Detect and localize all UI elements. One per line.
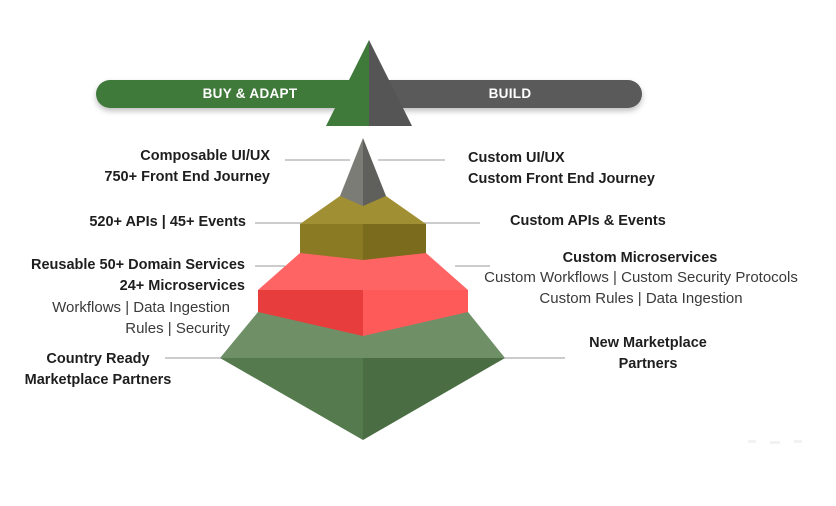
tier-top-right-face [363, 138, 386, 206]
tier-services [258, 253, 468, 336]
pointer-left-face [326, 40, 369, 126]
tier-services-right-detail: Custom Workflows | Custom Security Proto… [472, 267, 810, 309]
speckle [748, 440, 756, 443]
tier-apis-left-line: 520+ APIs | 45+ Events [89, 214, 246, 230]
tier-base-left-line: Marketplace Partners [24, 372, 172, 388]
tier-top-left-line: Composable UI/UX [140, 148, 270, 164]
tier-services-right-text: Custom Microservices [472, 248, 808, 269]
buy-adapt-band [96, 80, 370, 108]
tier-apis-right-line: Custom APIs & Events [510, 213, 666, 229]
tier-services-right-detail-line: Custom Rules | Data Ingestion [539, 290, 743, 307]
tier-base-right-face [363, 358, 505, 440]
tier-apis-left-face [300, 224, 363, 260]
tier-apis-right-text: Custom APIs & Events [510, 211, 666, 232]
tier-services-left-line: 24+ Microservices [119, 278, 245, 294]
tier-services-left-face [258, 290, 363, 336]
tier-top [340, 138, 386, 206]
pointer-right-face [369, 40, 412, 126]
tier-services-left-line: Reusable 50+ Domain Services [31, 257, 245, 273]
tier-services-left-text: Reusable 50+ Domain Services 24+ Microse… [31, 255, 245, 297]
tier-services-left-detail-line: Rules | Security [125, 320, 230, 337]
tier-services-right-face [363, 290, 468, 336]
tier-base-left-line: Country Ready [46, 351, 150, 367]
speckle [770, 441, 780, 444]
header-band [96, 40, 642, 126]
tier-top-right-line: Custom UI/UX [468, 150, 565, 166]
tier-services-left-detail: Workflows | Data Ingestion Rules | Secur… [52, 297, 230, 339]
tier-apis-top-face [300, 196, 426, 224]
tier-top-left-face [340, 138, 363, 206]
tier-base-right-line: Partners [618, 356, 678, 372]
tier-base-left-face [220, 358, 363, 440]
background-speckle [748, 440, 802, 444]
tier-base-right-line: New Marketplace [589, 335, 707, 351]
tier-services-right-detail-line: Custom Workflows | Custom Security Proto… [484, 269, 798, 286]
tier-base-right-text: New Marketplace Partners [568, 333, 728, 375]
tier-base [220, 312, 505, 440]
tier-apis-right-face [363, 224, 426, 260]
build-label: BUILD [488, 86, 532, 101]
tier-services-top-face [258, 253, 468, 290]
tier-top-right-line: Custom Front End Journey [468, 171, 655, 187]
tier-top-left-line: 750+ Front End Journey [104, 169, 270, 185]
tier-top-right-text: Custom UI/UX Custom Front End Journey [468, 148, 655, 190]
buy-adapt-label: BUY & ADAPT [202, 86, 298, 101]
tier-apis [300, 196, 426, 260]
speckle [794, 440, 802, 443]
tier-apis-left-text: 520+ APIs | 45+ Events [89, 212, 246, 233]
build-band [370, 80, 642, 108]
tier-top-left-text: Composable UI/UX 750+ Front End Journey [104, 146, 270, 188]
tier-base-left-text: Country Ready Marketplace Partners [14, 349, 182, 391]
tier-services-right-line: Custom Microservices [562, 250, 718, 266]
tier-services-left-detail-line: Workflows | Data Ingestion [52, 299, 230, 316]
